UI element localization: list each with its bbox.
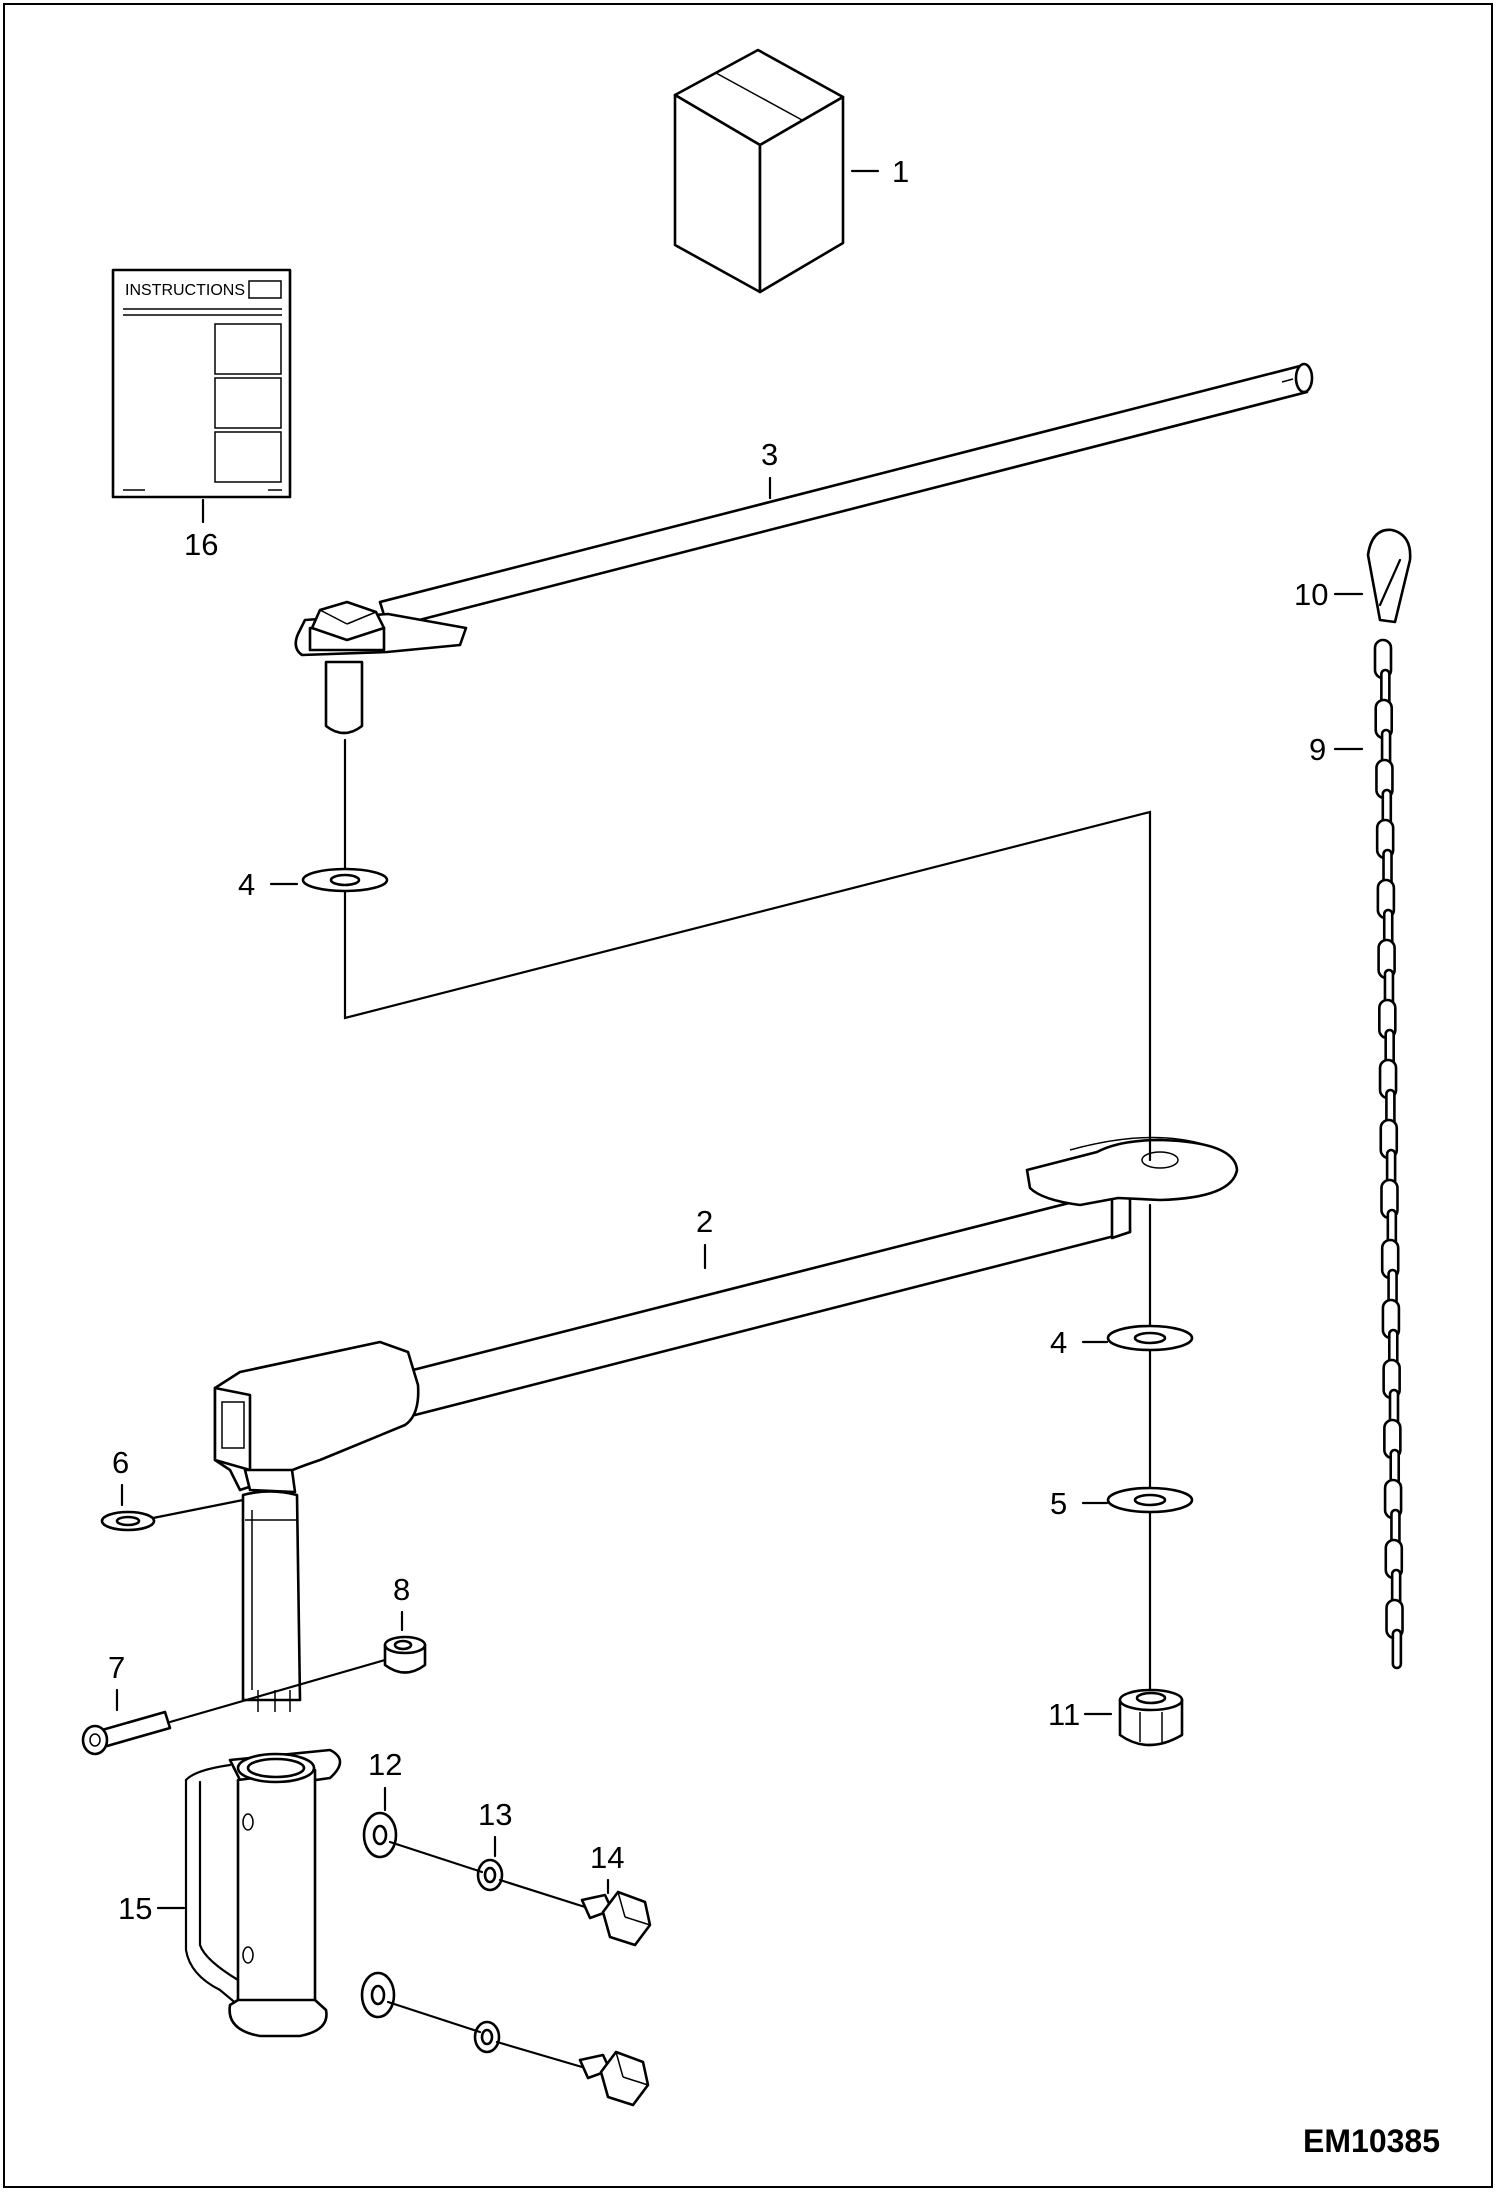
- instructions-heading: INSTRUCTIONS: [125, 282, 245, 299]
- part-1-box: [673, 48, 845, 294]
- callout-labels: 1 16 3 10 9 4 2 4 6 5 8 7 11 12 13 14 15: [108, 154, 1328, 1926]
- part-10-snap-hook: [1366, 528, 1412, 624]
- part-4-washer-upper: [301, 867, 389, 893]
- drawing-code: EM10385: [1303, 2123, 1440, 2159]
- chain-link: [1391, 1628, 1403, 1670]
- part-14-bolt: [578, 1890, 652, 2107]
- part-4-washer-lower: [1106, 1324, 1194, 1352]
- callout-13: 13: [478, 1797, 512, 1832]
- callout-8: 8: [393, 1572, 410, 1607]
- part-9-chain: [1373, 638, 1404, 1670]
- callout-15: 15: [118, 1891, 152, 1926]
- part-11-lock-nut: [1118, 1688, 1184, 1747]
- callout-1: 1: [892, 154, 909, 189]
- callout-2: 2: [696, 1204, 713, 1239]
- callout-12: 12: [368, 1747, 402, 1782]
- callout-6: 6: [112, 1445, 129, 1480]
- part-8-nut: [383, 1635, 427, 1674]
- part-12-washer: [360, 1811, 398, 2019]
- part-7-cap-screw: [81, 1710, 172, 1756]
- part-15-bracket: [184, 1748, 342, 2038]
- part-5-washer: [1106, 1486, 1194, 1514]
- drawing-frame: [3, 3, 1493, 2188]
- callout-9: 9: [1309, 732, 1326, 767]
- part-2-lower-bar: [213, 1136, 1239, 1712]
- part-6-washer: [100, 1510, 156, 1532]
- callout-3: 3: [761, 437, 778, 472]
- callout-11: 11: [1048, 1697, 1080, 1732]
- assembly-lines: [151, 738, 1152, 2069]
- callout-10: 10: [1294, 577, 1328, 612]
- part-3-upper-bar: [294, 362, 1314, 735]
- callout-4-lower: 4: [1050, 1325, 1067, 1360]
- callout-16: 16: [184, 527, 218, 562]
- callout-14: 14: [590, 1840, 624, 1875]
- callout-7: 7: [108, 1650, 125, 1685]
- callout-4-upper: 4: [238, 867, 255, 902]
- callout-ticks: [115, 169, 1364, 1910]
- part-16-instruction-sheet: INSTRUCTIONS: [111, 268, 292, 499]
- part-13-lock-washer: [473, 1858, 504, 2054]
- callout-5: 5: [1050, 1486, 1067, 1521]
